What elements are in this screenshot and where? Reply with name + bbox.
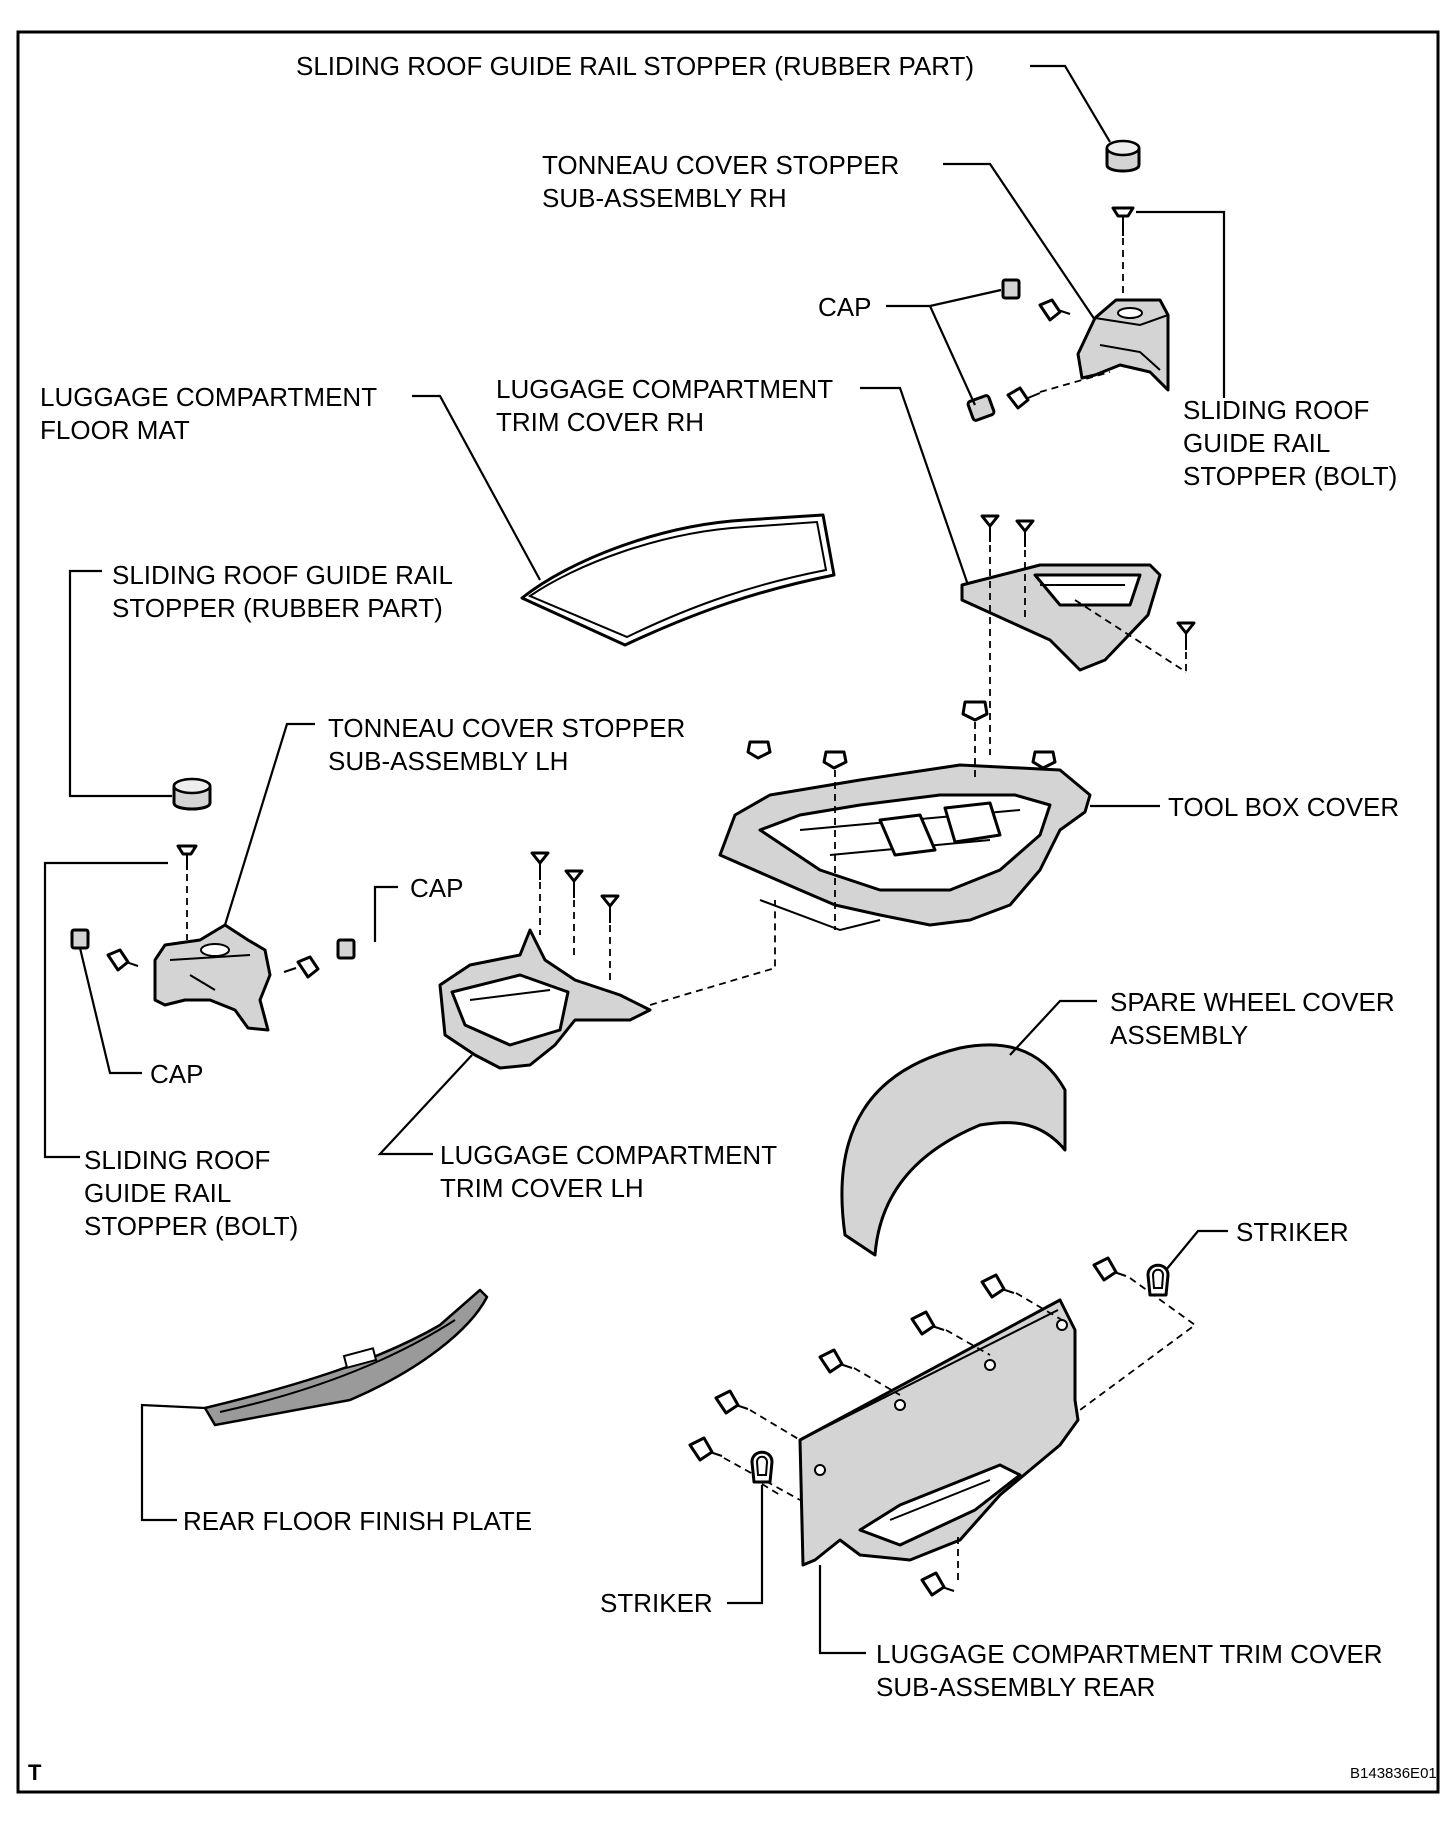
rear-floor-finish-plate-drawing <box>203 1288 489 1427</box>
luggage-floor-mat-drawing <box>520 513 836 647</box>
label-tool-box-cover: TOOL BOX COVER <box>1168 792 1399 822</box>
trim-cover-rear-drawing <box>798 1298 1080 1567</box>
striker-parts <box>750 1263 1170 1496</box>
label-tonneau-stopper-rh: TONNEAU COVER STOPPER SUB-ASSEMBLY RH <box>542 150 907 213</box>
figure-code: B143836E01 <box>1350 1765 1437 1782</box>
sliding-roof-bolt-lh-drawing <box>176 844 198 940</box>
trim-cover-lh-drawing <box>438 928 652 1070</box>
sliding-roof-rubber-part-rh-drawing <box>1105 139 1141 173</box>
sliding-roof-bolt-rh-drawing <box>1111 206 1226 398</box>
label-tonneau-stopper-lh: TONNEAU COVER STOPPER SUB-ASSEMBLY LH <box>328 713 693 776</box>
label-trim-cover-lh: LUGGAGE COMPARTMENT TRIM COVER LH <box>440 1140 784 1203</box>
corner-mark: T <box>28 1760 42 1785</box>
label-striker-top: STRIKER <box>1236 1217 1349 1247</box>
trim-cover-rh-screws <box>980 514 1196 755</box>
sliding-roof-rubber-part-lh-drawing <box>172 777 212 811</box>
leader-lines <box>43 64 1228 1655</box>
label-sliding-roof-bolt-lh: SLIDING ROOF GUIDE RAIL STOPPER (BOLT) <box>84 1145 298 1241</box>
label-striker-bottom: STRIKER <box>600 1588 713 1618</box>
rh-stopper-bolts <box>1006 298 1111 410</box>
trim-cover-rh-drawing <box>960 563 1162 672</box>
spare-wheel-cover-drawing <box>840 1043 1067 1257</box>
tonneau-stopper-rh-drawing <box>1076 298 1170 392</box>
cap-lh-parts <box>70 928 356 960</box>
lh-stopper-bolts <box>106 948 320 979</box>
tool-box-cover-drawing <box>718 763 1092 932</box>
label-trim-cover-rear: LUGGAGE COMPARTMENT TRIM COVER SUB-ASSEM… <box>876 1639 1390 1702</box>
label-sliding-roof-rubber-rh: SLIDING ROOF GUIDE RAIL STOPPER (RUBBER … <box>296 51 974 81</box>
label-sliding-roof-bolt-rh: SLIDING ROOF GUIDE RAIL STOPPER (BOLT) <box>1183 395 1397 491</box>
tonneau-stopper-lh-drawing <box>153 923 272 1032</box>
label-cap-lh-right: CAP <box>410 873 463 903</box>
label-rear-floor-finish-plate: REAR FLOOR FINISH PLATE <box>183 1506 532 1536</box>
part-labels: SLIDING ROOF GUIDE RAIL STOPPER (RUBBER … <box>28 51 1437 1785</box>
label-cap-lh-left: CAP <box>150 1059 203 1089</box>
label-spare-wheel-cover: SPARE WHEEL COVER ASSEMBLY <box>1110 987 1402 1050</box>
label-floor-mat: LUGGAGE COMPARTMENT FLOOR MAT <box>40 382 384 445</box>
trim-cover-lh-screws <box>530 851 776 1006</box>
label-trim-cover-rh: LUGGAGE COMPARTMENT TRIM COVER RH <box>496 374 840 437</box>
label-sliding-roof-rubber-lh: SLIDING ROOF GUIDE RAIL STOPPER (RUBBER … <box>112 560 459 623</box>
diagram-frame <box>16 30 1440 1794</box>
tool-box-cover-nuts <box>746 700 1057 930</box>
label-cap-rh: CAP <box>818 292 871 322</box>
